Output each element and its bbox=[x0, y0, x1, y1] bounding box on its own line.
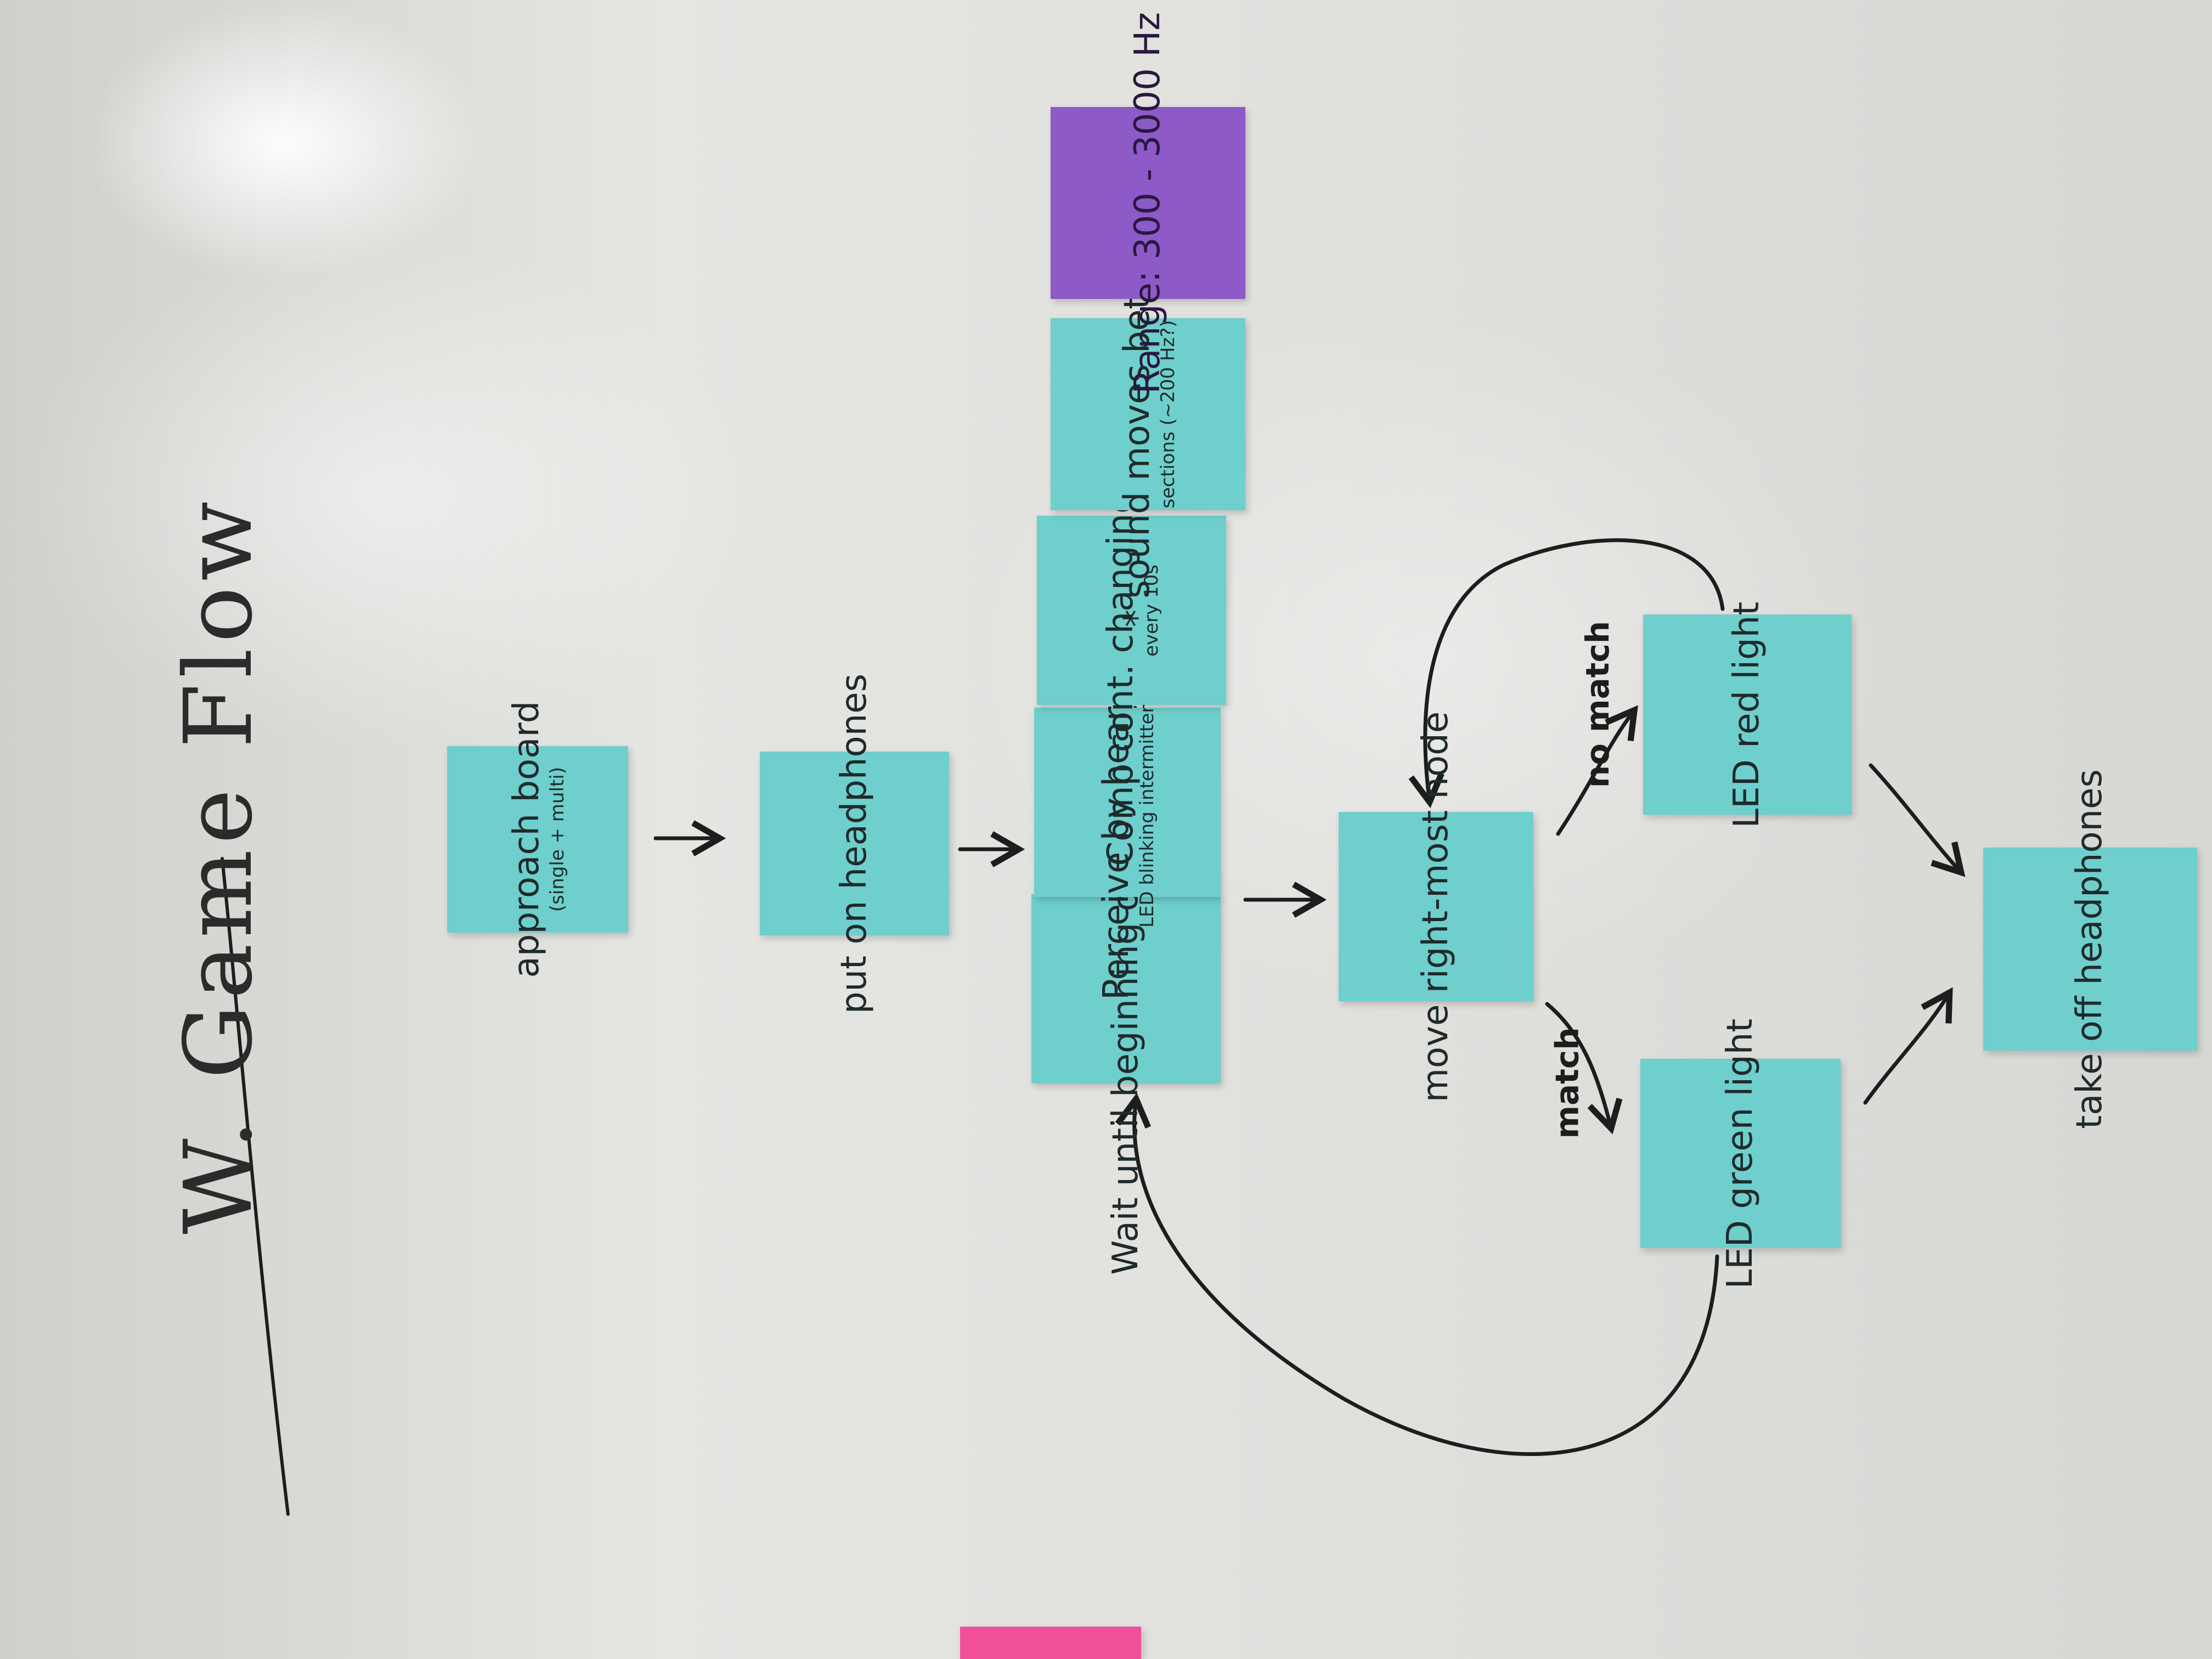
arrow-red-to-takeoff bbox=[1869, 763, 1966, 877]
note-pink-partial bbox=[960, 1627, 1141, 1659]
edge-label-match: match bbox=[1548, 1027, 1586, 1139]
note-move-right-most-node: move right-most node bbox=[1339, 711, 1533, 1102]
edge-label-no-match: no match bbox=[1579, 620, 1617, 788]
note-wait-new-tone: Wait until beginning of new tone bbox=[1031, 703, 1221, 1274]
page-title: W. Game Flow bbox=[165, 495, 273, 1234]
note-take-off-headphones: take off headphones bbox=[1983, 769, 2197, 1129]
arrow-green-to-takeoff bbox=[1863, 987, 1953, 1105]
note-put-on-headphones: put on headphones bbox=[760, 673, 949, 1014]
note-range: Range: 300 - 3000 Hz bbox=[1051, 12, 1245, 394]
arrow-move-to-green bbox=[1545, 1002, 1623, 1135]
note-led-green-light: LED green light bbox=[1640, 1018, 1841, 1289]
title-underline bbox=[221, 857, 290, 1516]
arrow-move-to-red bbox=[1556, 705, 1638, 836]
loop-red-to-move bbox=[1408, 538, 1725, 809]
note-led-red-light: LED red light bbox=[1643, 601, 1852, 828]
loop-green-to-wait bbox=[1115, 1092, 1719, 1456]
note-approach-board: approach board(single + multi) bbox=[447, 701, 628, 978]
